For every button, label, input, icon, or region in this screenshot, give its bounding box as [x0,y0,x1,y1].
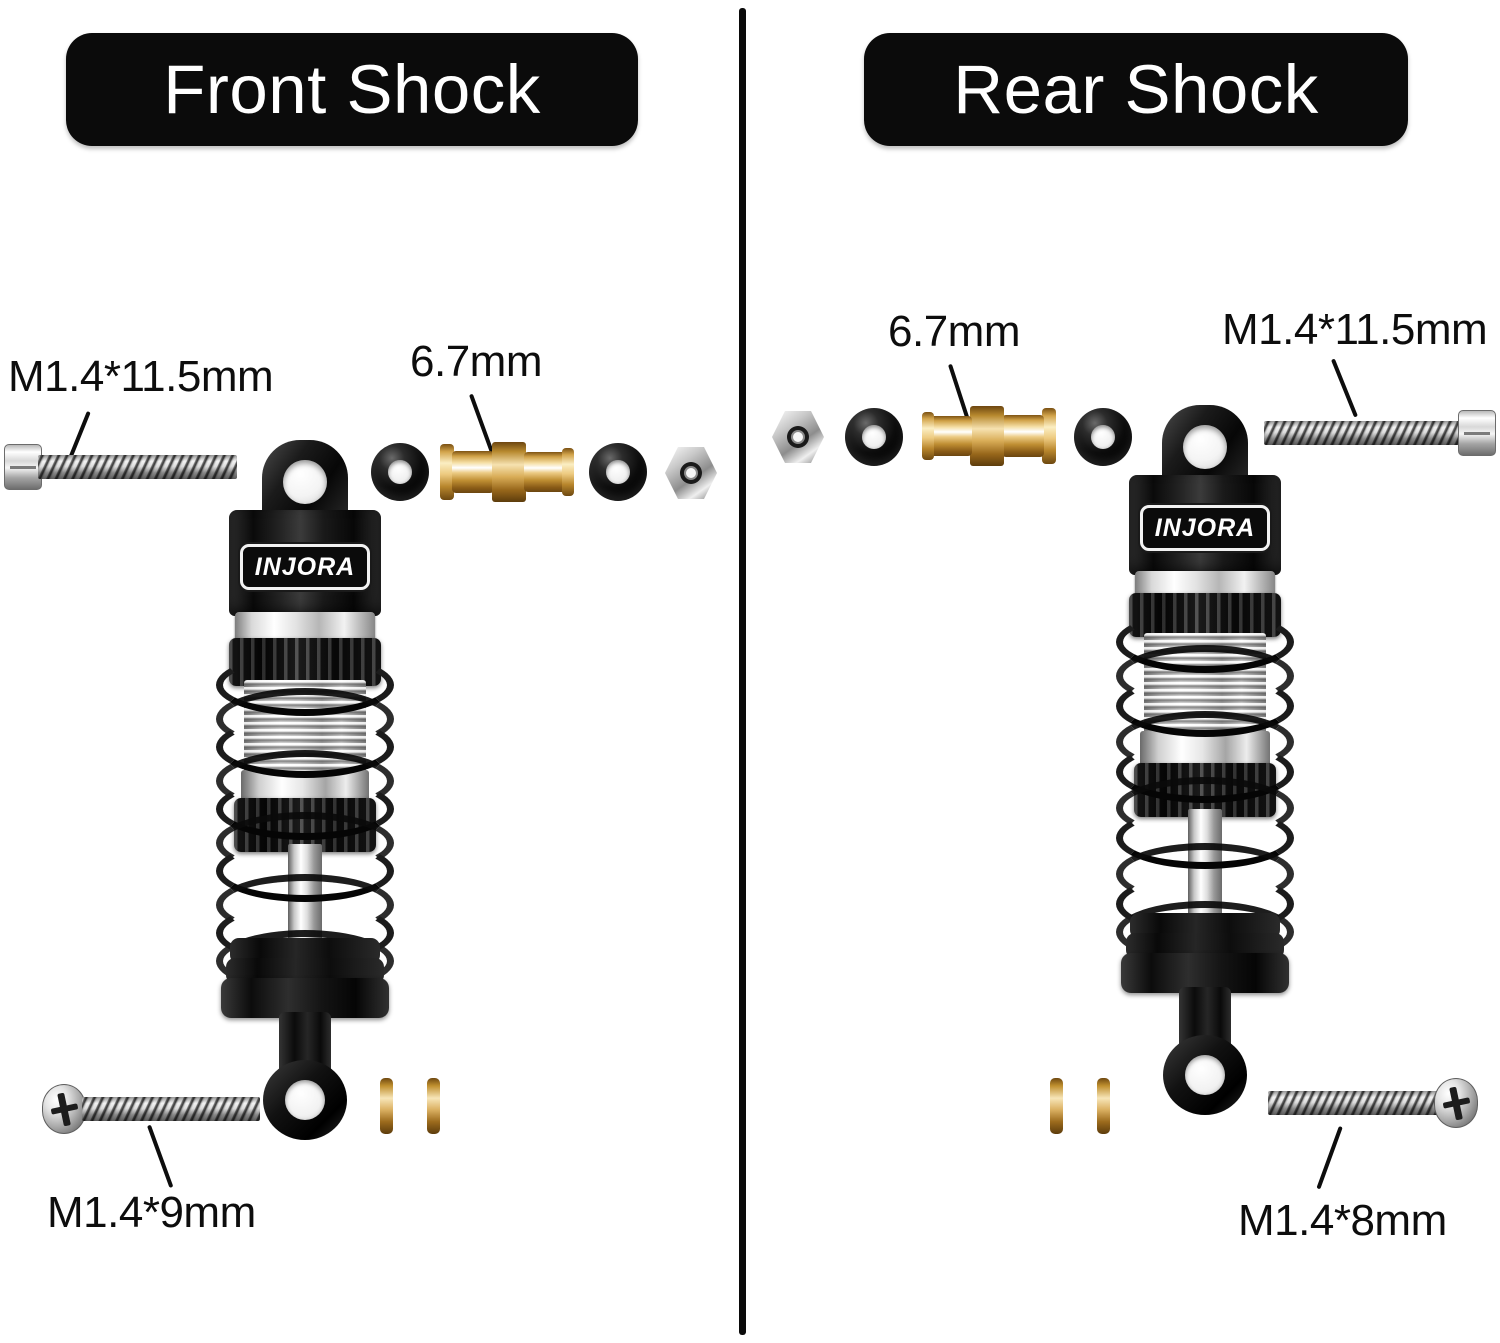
brass-flange-left [440,444,454,500]
brass-flange-right [562,448,574,496]
screw-pan-head-icon [1434,1078,1478,1128]
brass-ball-center [970,406,1004,466]
part-rear-hex-nut [772,411,824,463]
rear-shock-lower-eyelet [1163,1035,1247,1115]
oring-hole [388,460,412,484]
part-front-brass-pivot-67mm [440,440,574,504]
part-front-brass-bushing [380,1078,440,1134]
top-eyelet-hole [1183,425,1227,469]
label-rear-bottom-screw: M1.4*8mm [1238,1196,1447,1245]
hexnut-hole [680,462,702,484]
panel-title-rear: Rear Shock [864,33,1408,146]
label-rear-pivot: 6.7mm [888,307,1020,356]
rear-shock-silver-collar [1135,571,1275,597]
top-eyelet-hole [283,460,327,504]
injora-logo-text: INJORA [1154,513,1256,542]
spring-coil [1116,645,1294,707]
brass-flange-right [922,412,934,460]
screw-pan-head-icon [42,1084,86,1134]
rear-shock-bottom-cap [1121,953,1289,993]
spring-coil [216,930,394,992]
part-front-oring-2 [589,443,647,501]
part-rear-brass-pivot-67mm [922,404,1056,468]
part-rear-screw-m14x8 [1268,1078,1478,1128]
leader-line-rear-bottom-screw [1316,1126,1343,1190]
panel-title-front: Front Shock [66,33,638,146]
label-front-bottom-screw: M1.4*9mm [47,1188,256,1237]
part-rear-oring-1 [845,408,903,466]
oring-hole [862,425,886,449]
rear-shock-assembly: INJORA [1100,405,1310,1115]
brass-barrel-right [930,416,972,456]
part-rear-brass-bushing [1050,1078,1110,1134]
oring-hole [606,460,630,484]
part-front-screw-m14x9 [42,1084,260,1134]
leader-line-front-bottom-screw [147,1124,174,1189]
front-shock-bottom-cap [221,978,389,1018]
lower-eyelet-hole [285,1080,325,1120]
injora-logo-text: INJORA [254,552,356,581]
rear-shock-coil-spring [1116,611,1294,981]
brass-barrel-right [524,452,566,492]
spring-coil [1116,901,1294,963]
screw-cap-head-icon [4,444,42,490]
spring-coil [216,812,394,874]
front-shock-cap-body: INJORA [229,510,381,616]
label-front-top-screw: M1.4*11.5mm [8,352,274,401]
lower-eyelet-hole [1185,1055,1225,1095]
screw-shank [38,455,237,479]
spring-coil [1116,843,1294,905]
injora-logo-badge: INJORA [1140,505,1270,551]
brass-ball-center [492,442,526,502]
brass-barrel-left [452,451,494,493]
label-rear-top-screw: M1.4*11.5mm [1222,305,1488,354]
spring-coil [1116,711,1294,773]
screw-shank [1264,421,1462,445]
panel-title-front-label: Front Shock [163,51,541,128]
brass-barrel-left [1002,415,1044,457]
rear-shock-cap-body: INJORA [1129,475,1281,575]
part-front-screw-m14x115 [4,444,237,490]
screw-shank [82,1097,260,1121]
front-shock-lower-eyelet [263,1060,347,1140]
injora-logo-badge: INJORA [240,544,370,590]
oring-hole [1091,425,1115,449]
hexnut-hole [787,426,809,448]
front-shock-silver-collar [235,612,375,642]
part-rear-screw-m14x115 [1264,410,1496,456]
panel-divider [739,8,746,1335]
part-rear-oring-2 [1074,408,1132,466]
spring-coil [216,874,394,936]
spring-coil [216,750,394,812]
screw-cap-head-icon [1458,410,1496,456]
brass-flange-left [1042,408,1056,464]
spring-coil [216,688,394,750]
spring-coil [1116,777,1294,839]
part-front-oring-1 [371,443,429,501]
leader-line-rear-top-screw [1331,358,1358,418]
screw-shank [1268,1091,1438,1115]
label-front-pivot: 6.7mm [410,337,542,386]
front-shock-assembly: INJORA [200,440,410,1140]
panel-title-rear-label: Rear Shock [953,51,1319,128]
part-front-hex-nut [665,447,717,499]
